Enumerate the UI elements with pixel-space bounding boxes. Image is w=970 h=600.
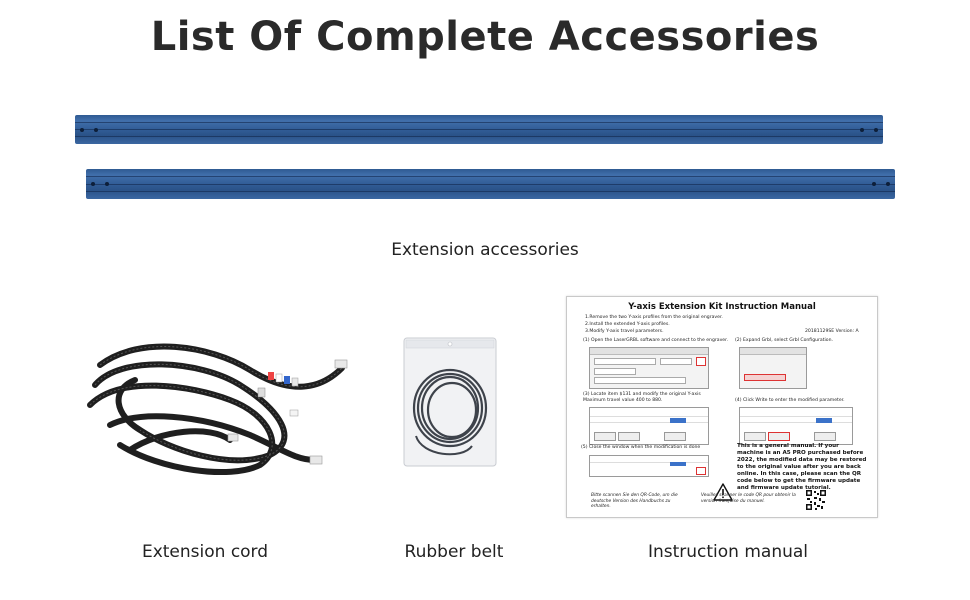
manual-title: Y-axis Extension Kit Instruction Manual [628,302,816,312]
manual-screenshot-connect [589,347,709,389]
manual-screenshot-grbl-menu [739,347,807,389]
manual-german-note: Bitte scannen Sie den QR-Code, um die de… [591,493,678,509]
rails-caption: Extension accessories [391,240,579,260]
manual-version: 20181129SE Version: A [805,329,859,334]
manual-screenshot-close [589,455,709,477]
manual-step3-a: (3) Locate item $131 and modify the orig… [583,392,701,397]
manual-step2: (2) Expand Grbl, select Grbl Configurati… [735,338,833,343]
rail-hole [860,127,864,132]
manual-warning-note: This is a general manual. If your machin… [737,443,867,491]
extension-cord-image [87,343,348,476]
manual-step5: (5) Close the window when the modificati… [581,445,701,450]
caption-rubber-belt: Rubber belt [404,542,504,562]
rail-hole [886,182,890,186]
rail-hole [91,182,95,186]
instruction-manual-image: Y-axis Extension Kit Instruction Manual … [566,296,878,518]
manual-screenshot-write [739,407,853,445]
manual-step-line: 3.Modify Y-axis travel parameters. [585,329,664,334]
qr-code-icon [805,489,827,511]
rail-hole [94,127,98,132]
page-title: List Of Complete Accessories [150,14,820,60]
extension-rail-top [75,115,883,144]
extension-rail-bottom [86,169,895,199]
manual-step3-b: Maximum travel value 400 to 880. [583,398,663,403]
manual-step-line: 2.Install the extended Y-axis profiles. [585,322,670,327]
warning-icon [713,483,733,501]
manual-step-line: 1.Remove the two Y-axis profiles from th… [585,315,723,320]
manual-step4: (4) Click Write to enter the modified pa… [735,398,845,403]
manual-screenshot-config [589,407,709,445]
rail-hole [874,127,878,132]
rail-hole [105,182,109,186]
rail-hole [80,127,84,132]
caption-instruction-manual: Instruction manual [647,542,809,562]
caption-extension-cord: Extension cord [141,542,269,562]
rail-hole [872,182,876,186]
manual-french-note: Veuillez scanner le code QR pour obtenir… [701,493,796,504]
manual-step1: (1) Open the LaserGRBL software and conn… [583,338,729,343]
rubber-belt-image [403,337,497,467]
